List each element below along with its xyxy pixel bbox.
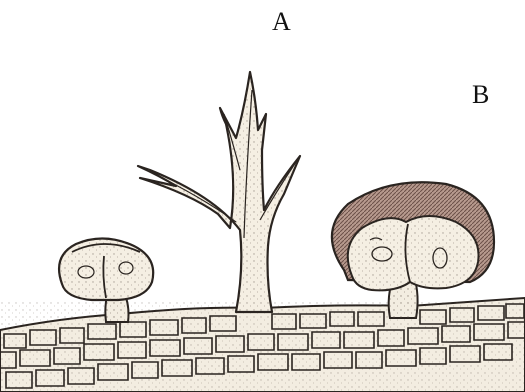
branched-hair [138,72,300,312]
glandular-hair-large [332,182,494,318]
